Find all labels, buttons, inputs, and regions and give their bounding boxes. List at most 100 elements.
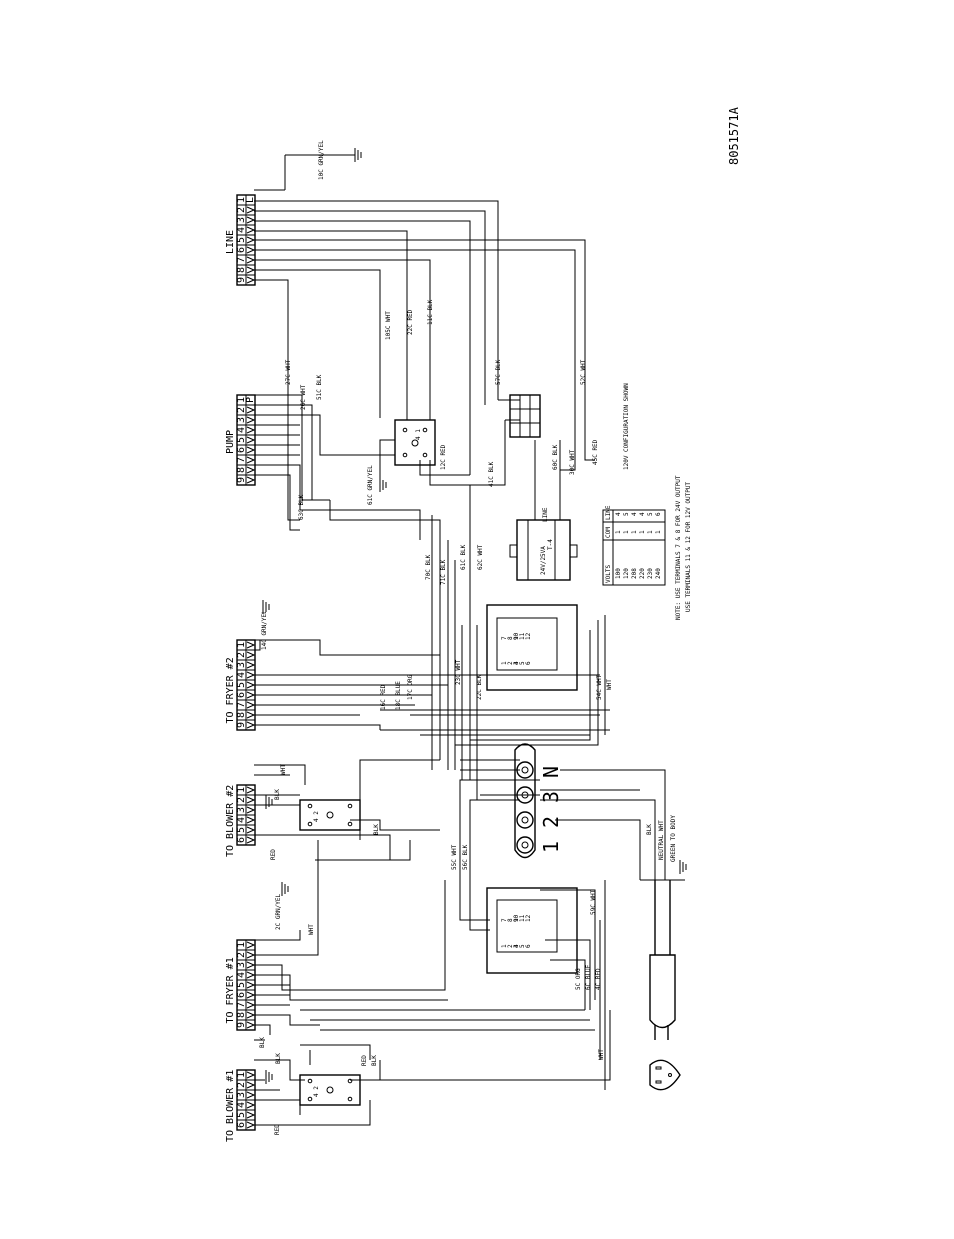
wire-label: RED [274, 1124, 281, 1135]
terminal-number: 6 [236, 447, 247, 453]
wire-label: 61C GRN/YEL [367, 465, 374, 505]
table-header: COM [605, 527, 612, 538]
relay-pin: 6 [525, 661, 532, 665]
table-cell: 1 [623, 530, 630, 534]
wire-label: 11C BLK [427, 299, 434, 325]
wire-label: 14C GRN/YEL [261, 610, 268, 650]
terminal-number: 2 [236, 652, 247, 658]
terminal-number: 3 [236, 1092, 247, 1098]
table-cell: 1 [631, 530, 638, 534]
wire-label: 6C BLUE [585, 964, 592, 990]
wire-label: 12C RED [440, 444, 447, 470]
terminal-number: 7 [236, 1002, 247, 1008]
wire-label: 61C BLK [460, 544, 467, 570]
terminal-number: 4 [236, 227, 247, 233]
terminal-number: 3 [236, 662, 247, 668]
wire-label: 62C WHT [477, 544, 484, 570]
wire-label: 63C BLK [298, 494, 305, 520]
relay-pin: 4 [513, 661, 520, 665]
ground-icon [265, 1070, 273, 1084]
wire-label: RED [361, 1055, 368, 1066]
power-terminal-number: 1 [539, 841, 563, 853]
wire-label: 23C WHT [455, 659, 462, 685]
table-cell: 4 [631, 512, 638, 516]
wire-label: 22C BLK [476, 674, 483, 700]
table-cell: 100 [615, 568, 622, 579]
relay-pin: 2 [507, 944, 514, 948]
terminal-number: 4 [236, 672, 247, 678]
wire-label: 59C WHT [590, 889, 597, 915]
table-cell: 120 [623, 568, 630, 579]
wire-label: 5C ORG [575, 968, 582, 990]
terminal-number: 2 [236, 952, 247, 958]
terminal-number: 1 [236, 942, 247, 948]
wire-label: WHT [280, 764, 287, 775]
terminal-block-title: PUMP [225, 430, 236, 454]
relay-pin: 11 [519, 632, 526, 640]
terminal-number: 6 [236, 1122, 247, 1128]
transformer-rating: 24V/25VA [540, 546, 547, 575]
relay-pin: 9 [513, 918, 520, 922]
table-cell: 240 [655, 568, 662, 579]
wire-label: 105C WHT [385, 311, 392, 340]
wire-label: 55C WHT [451, 844, 458, 870]
table-cell: 230 [647, 568, 654, 579]
terminal-block-title: LINE [225, 230, 236, 254]
terminal-number: 3 [236, 962, 247, 968]
relay-pin: 8 [507, 918, 514, 922]
relay-pin: 12 [525, 632, 532, 640]
terminal-number: 2 [236, 407, 247, 413]
configuration-note: 120V CONFIGURATION SHOWN [623, 383, 630, 470]
terminal-number: 8 [236, 467, 247, 473]
ground-icon [265, 795, 273, 809]
wire-label: 10C GRN/YEL [318, 140, 325, 180]
terminal-number: 4 [236, 1102, 247, 1108]
relay-pin: 7 [501, 636, 508, 640]
blower-2-relay: 4 2 [299, 799, 361, 831]
svg-text:4 2: 4 2 [313, 1086, 320, 1097]
wire-label: 51C BLK [316, 374, 323, 400]
terminal-number: 1 [236, 397, 247, 403]
terminal-number: 2 [236, 207, 247, 213]
terminal-number: 8 [236, 267, 247, 273]
wire-label: 41C BLK [488, 461, 495, 487]
relay-pin: 7 [501, 918, 508, 922]
terminal-number: 7 [236, 257, 247, 263]
terminal-number: 4 [236, 817, 247, 823]
wire-label: GREEN TO BODY [670, 815, 677, 862]
switch-block [509, 394, 541, 438]
ground-icon [285, 148, 362, 162]
terminal-number: 1 [236, 642, 247, 648]
terminal-number: 4 [236, 972, 247, 978]
terminal-number: 5 [236, 982, 247, 988]
relay-pin: 1 [501, 944, 508, 948]
table-cell: 208 [631, 568, 638, 579]
table-cell: 1 [639, 530, 646, 534]
relay-pin: 9 [513, 636, 520, 640]
wire-label: NEUTRAL WHT [658, 820, 665, 860]
table-header: LINE [605, 505, 612, 520]
terminal-number: 1 [236, 1072, 247, 1078]
wiring-lines [254, 155, 666, 1126]
wire-label: BLK [646, 824, 653, 835]
relay-pin: 12 [525, 914, 532, 922]
terminal-block-title: TO BLOWER #2 [225, 785, 236, 857]
wire-label: WHT [308, 924, 315, 935]
terminal-number: 5 [236, 437, 247, 443]
terminal-number: 1 [236, 787, 247, 793]
terminal-number: 8 [236, 1012, 247, 1018]
relay-pin: 1 [501, 661, 508, 665]
pump-relay: 4 1 [394, 419, 436, 466]
terminal-number: 8 [236, 712, 247, 718]
wire-label: BLK [371, 1055, 378, 1066]
wire-label: 18C BLUE [395, 681, 402, 710]
relay-pin: 3 [513, 944, 520, 948]
terminal-number: 6 [236, 992, 247, 998]
ground-icon [262, 600, 270, 614]
wire-label: WHT [598, 1049, 605, 1060]
